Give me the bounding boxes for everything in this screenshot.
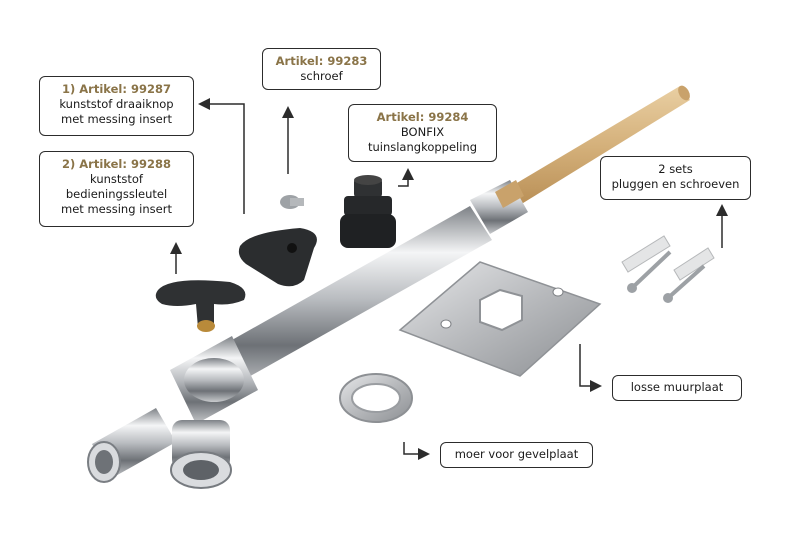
callout-heading: Artikel: 99284	[376, 110, 469, 124]
callout-line: pluggen en schroeven	[611, 177, 740, 191]
plugs-and-screws	[621, 235, 715, 303]
callout-article-99283: Artikel: 99283 schroef	[262, 48, 381, 90]
callout-line: schroef	[300, 69, 343, 83]
callout-plugs-screws: 2 sets pluggen en schroeven	[600, 156, 751, 200]
callout-line: met messing insert	[61, 202, 172, 216]
callout-heading: 1) Artikel: 99287	[62, 82, 171, 96]
callout-line: 2 sets	[658, 162, 693, 176]
callout-line: tuinslangkoppeling	[367, 140, 478, 154]
callout-heading: 2) Artikel: 99288	[62, 157, 171, 171]
callout-article-99284: Artikel: 99284 BONFIX tuinslangkoppeling	[348, 104, 497, 162]
screw	[280, 195, 304, 209]
callout-line: losse muurplaat	[630, 380, 724, 394]
arrow-icon	[170, 98, 728, 460]
wall-plate	[398, 261, 602, 377]
callout-line: kunststof	[90, 172, 143, 186]
wall-nut	[339, 373, 413, 423]
callout-line: BONFIX	[400, 125, 445, 139]
callout-wall-plate: losse muurplaat	[612, 375, 742, 401]
tap-body	[87, 336, 258, 489]
callout-line: moer voor gevelplaat	[454, 447, 579, 461]
callout-nut: moer voor gevelplaat	[440, 442, 593, 468]
operating-key	[155, 280, 246, 332]
callout-line: kunststof draaiknop	[59, 97, 174, 111]
callout-heading: Artikel: 99283	[275, 54, 368, 68]
callout-article-99288: 2) Artikel: 99288 kunststof bedieningssl…	[39, 151, 194, 227]
hose-coupling	[340, 175, 396, 248]
callout-article-99287: 1) Artikel: 99287 kunststof draaiknop me…	[39, 76, 194, 136]
wooden-rod	[505, 85, 690, 208]
turn-knob	[238, 228, 317, 287]
chrome-tube	[200, 180, 528, 392]
callout-line: met messing insert	[61, 112, 172, 126]
callout-line: bedieningssleutel	[65, 187, 168, 201]
